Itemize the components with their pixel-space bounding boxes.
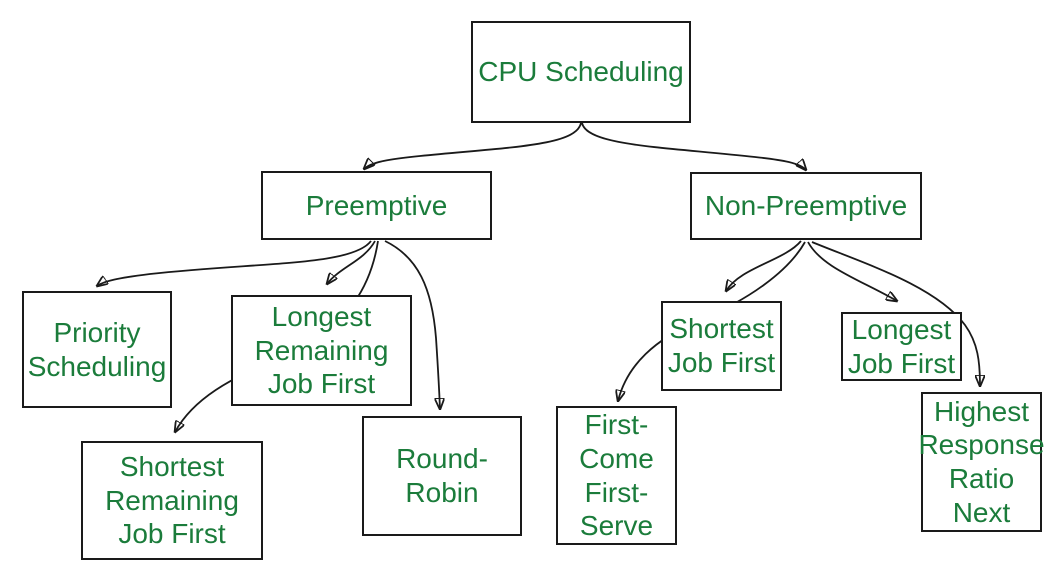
edge-preemptive-to-priority-scheduling: [97, 240, 372, 286]
node-first-come-first-serve: First- Come First- Serve: [556, 406, 677, 545]
node-round-robin: Round- Robin: [362, 416, 522, 536]
node-longest-remaining-job-first-label: Longest Remaining Job First: [254, 301, 389, 400]
node-cpu-scheduling: CPU Scheduling: [471, 21, 691, 123]
edge-preemptive-to-round-robin: [384, 240, 440, 409]
node-highest-response-ratio-next-label: Highest Response Ratio Next: [918, 395, 1045, 528]
node-first-come-first-serve-label: First- Come First- Serve: [579, 409, 654, 542]
node-shortest-job-first: Shortest Job First: [661, 301, 782, 391]
node-shortest-job-first-label: Shortest Job First: [667, 313, 776, 378]
node-non-preemptive: Non-Preemptive: [690, 172, 922, 240]
node-shortest-remaining-job-first: Shortest Remaining Job First: [81, 441, 263, 560]
node-cpu-scheduling-label: CPU Scheduling: [478, 56, 684, 88]
edge-preemptive-to-longest-remaining-job-first: [327, 240, 376, 284]
node-longest-job-first-label: Longest Job First: [847, 313, 956, 379]
node-preemptive-label: Preemptive: [305, 189, 448, 221]
node-preemptive: Preemptive: [261, 171, 492, 240]
node-priority-scheduling-label: Priority Scheduling: [27, 316, 167, 382]
edge-non-preemptive-to-shortest-job-first: [726, 240, 802, 291]
node-shortest-remaining-job-first-label: Shortest Remaining Job First: [105, 451, 239, 550]
node-longest-job-first: Longest Job First: [841, 312, 962, 381]
node-round-robin-label: Round- Robin: [396, 443, 488, 508]
node-longest-remaining-job-first: Longest Remaining Job First: [231, 295, 412, 406]
edge-cpu-to-non-preemptive: [581, 122, 806, 170]
node-non-preemptive-label: Non-Preemptive: [704, 190, 908, 222]
node-priority-scheduling: Priority Scheduling: [22, 291, 172, 408]
node-highest-response-ratio-next: Highest Response Ratio Next: [918, 392, 1045, 532]
edge-non-preemptive-to-longest-job-first: [807, 241, 897, 301]
edge-cpu-to-preemptive: [364, 122, 582, 169]
